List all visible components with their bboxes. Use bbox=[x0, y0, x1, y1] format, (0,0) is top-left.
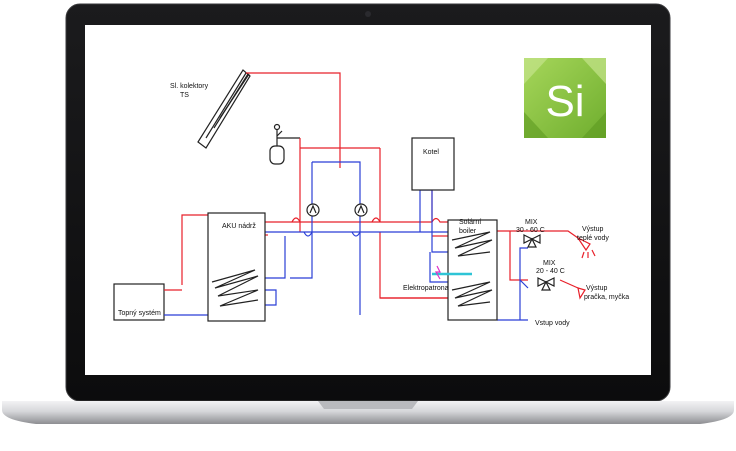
collectors-label: Sl. kolektory bbox=[170, 83, 209, 90]
hot-water-outlet-label: teplé vody bbox=[577, 235, 609, 242]
solar-collector-icon bbox=[197, 69, 251, 149]
mixing-valve-icon bbox=[523, 234, 541, 248]
boiler-box bbox=[411, 137, 455, 191]
mix1-range: 30 - 60 C bbox=[516, 227, 545, 234]
mixing-valve-icon bbox=[537, 277, 555, 291]
pump-icon bbox=[306, 203, 320, 217]
heating-system-box bbox=[113, 283, 165, 321]
heating-schematic bbox=[113, 69, 596, 322]
washer-outlet-label: Výstup bbox=[586, 285, 608, 292]
si-logo-text: Si bbox=[545, 77, 584, 126]
solar-boiler-label: boiler bbox=[459, 228, 477, 235]
mix1-title: MIX bbox=[525, 219, 538, 226]
shower-outlet-icon bbox=[576, 236, 596, 259]
aku-tank-label: AKU nádrž bbox=[222, 223, 256, 230]
solar-boiler-label: Solární bbox=[459, 219, 481, 226]
mix2-range: 20 - 40 C bbox=[536, 268, 565, 275]
pipe-crossover bbox=[291, 217, 301, 223]
hot-pipes bbox=[181, 72, 579, 299]
aku-tank-icon bbox=[207, 212, 266, 322]
laptop-notch bbox=[318, 401, 418, 409]
washer-outlet-label: pračka, myčka bbox=[584, 294, 629, 301]
tap-outlet-icon bbox=[577, 287, 586, 300]
mix2-title: MIX bbox=[543, 260, 556, 267]
electric-bolt-icon bbox=[434, 265, 441, 280]
heating-system-label: Topný systém bbox=[118, 310, 161, 317]
laptop-base bbox=[2, 401, 734, 424]
pipe-crossover bbox=[303, 231, 313, 237]
webcam bbox=[365, 11, 371, 17]
pipe-crossover bbox=[371, 217, 381, 223]
pump-icon bbox=[354, 203, 368, 217]
solar-boiler-icon bbox=[447, 219, 498, 321]
hot-water-outlet-label: Výstup bbox=[582, 226, 604, 233]
pipe-crossover bbox=[351, 231, 361, 237]
boiler-label: Kotel bbox=[423, 149, 439, 156]
electric-heater-label: Elektropatrona bbox=[403, 285, 449, 292]
collectors-label: TS bbox=[180, 92, 189, 99]
si-logo: Si bbox=[524, 58, 606, 138]
expansion-vessel-icon bbox=[269, 123, 300, 165]
water-inlet-label: Vstup vody bbox=[535, 320, 570, 327]
